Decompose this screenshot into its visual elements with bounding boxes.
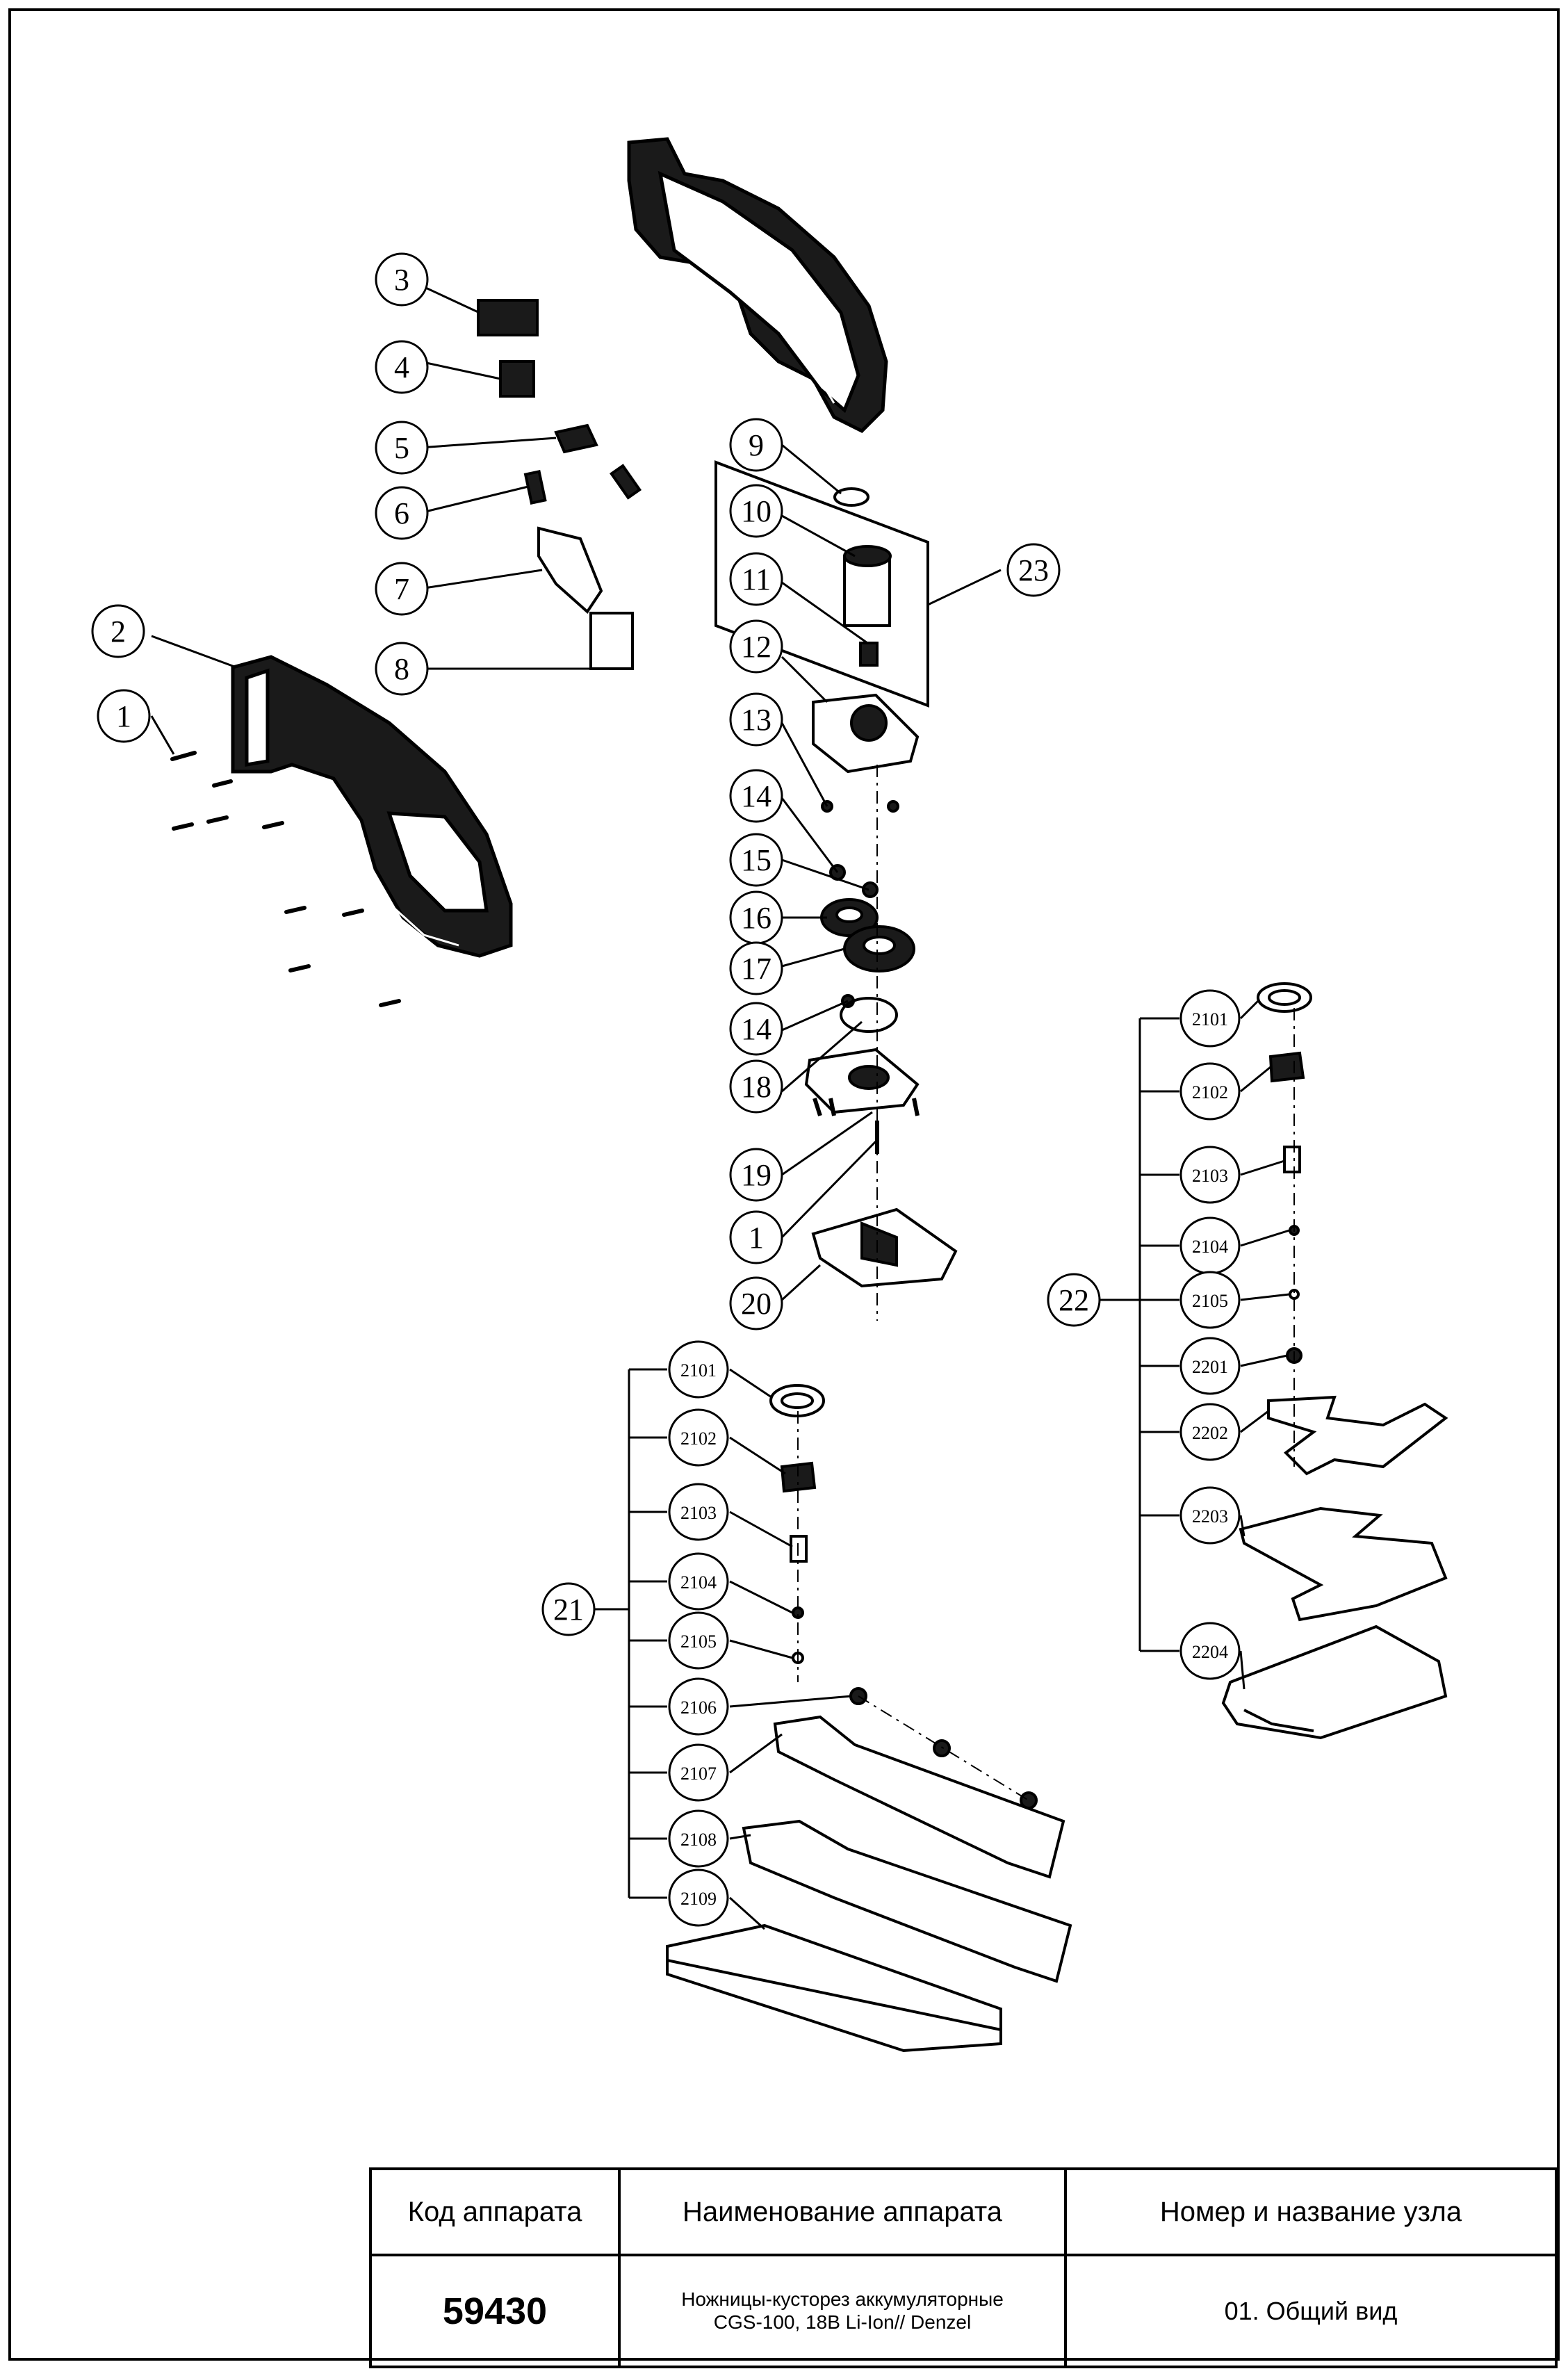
callout-8: 8 <box>394 652 409 686</box>
callout-14b: 14 <box>741 1012 771 1046</box>
callout-22-2105: 2105 <box>1192 1291 1228 1311</box>
callout-23: 23 <box>1018 553 1049 587</box>
callout-22-2202: 2202 <box>1192 1423 1228 1443</box>
motor-assembly <box>714 460 929 774</box>
callout-20: 20 <box>741 1287 771 1321</box>
callout-7: 7 <box>394 572 409 606</box>
callout-labels-21: 21 2101 2102 2103 2104 2105 2106 2107 21… <box>553 1360 717 1909</box>
device-name-line1: Ножницы-кусторез аккумуляторные <box>681 2288 1004 2311</box>
callout-2: 2 <box>111 614 126 649</box>
callout-9: 9 <box>749 428 764 462</box>
callout-13: 13 <box>741 703 771 737</box>
node-name: 01. Общий вид <box>1064 2254 1558 2368</box>
callout-16: 16 <box>741 901 771 935</box>
callout-12: 12 <box>741 630 771 664</box>
callout-22: 22 <box>1059 1283 1089 1317</box>
header-node: Номер и название узла <box>1064 2167 1558 2256</box>
callout-4: 4 <box>394 350 409 384</box>
callout-14: 14 <box>741 779 771 813</box>
callout-21: 21 <box>553 1593 584 1627</box>
device-code: 59430 <box>369 2254 621 2368</box>
callout-1b: 1 <box>749 1221 764 1255</box>
header-code: Код аппарата <box>369 2167 621 2256</box>
callout-21-2106: 2106 <box>680 1698 717 1718</box>
callout-21-2104: 2104 <box>680 1572 717 1593</box>
callout-21-2109: 2109 <box>680 1889 717 1909</box>
callout-22-2204: 2204 <box>1192 1642 1228 1662</box>
callout-22-2203: 2203 <box>1192 1506 1228 1527</box>
body-housing-part <box>231 655 513 958</box>
axis-21-diag <box>858 1695 1029 1801</box>
callouts-main <box>91 252 1061 1330</box>
housing-cover-part <box>627 137 888 434</box>
callout-21-2105: 2105 <box>680 1631 717 1652</box>
callout-3: 3 <box>394 263 409 297</box>
gearbox-parts <box>804 800 958 1288</box>
callout-22-2104: 2104 <box>1192 1237 1228 1257</box>
header-name: Наименование аппарата <box>618 2167 1067 2256</box>
switch-parts <box>477 299 642 670</box>
callout-labels-22: 22 2101 2102 2103 2104 2105 2201 2202 22… <box>1059 1009 1228 1662</box>
callout-22-2101: 2101 <box>1192 1009 1228 1029</box>
title-block: Код аппарата Наименование аппарата Номер… <box>369 2167 1558 2368</box>
callout-5: 5 <box>394 431 409 465</box>
callout-21-2108: 2108 <box>680 1830 717 1850</box>
device-name-line2: CGS-100, 18В Li-Ion// Denzel <box>713 2311 972 2333</box>
callout-19: 19 <box>741 1158 771 1192</box>
callout-labels-main: 3 4 5 6 7 8 1 2 9 10 11 12 13 14 15 16 1… <box>111 263 1049 1321</box>
callout-21-2107: 2107 <box>680 1764 717 1784</box>
callouts-assembly-21 <box>541 1340 852 1930</box>
callout-22-2201: 2201 <box>1192 1357 1228 1377</box>
callout-21-2103: 2103 <box>680 1503 717 1523</box>
callout-18: 18 <box>741 1070 771 1104</box>
callout-1: 1 <box>116 699 131 733</box>
hedge-blade-assembly-21 <box>666 1384 1072 2053</box>
callout-22-2102: 2102 <box>1192 1082 1228 1102</box>
callout-21-2102: 2102 <box>680 1428 717 1449</box>
callout-17: 17 <box>741 952 771 986</box>
grass-blade-assembly-22 <box>1221 982 1448 1740</box>
device-name: Ножницы-кусторез аккумуляторные CGS-100,… <box>618 2254 1067 2368</box>
callouts-assembly-22 <box>1047 989 1290 1690</box>
callout-15: 15 <box>741 843 771 877</box>
callout-6: 6 <box>394 496 409 530</box>
callout-11: 11 <box>742 562 771 596</box>
callout-21-2101: 2101 <box>680 1360 717 1381</box>
screws-group <box>170 751 401 1007</box>
callout-22-2103: 2103 <box>1192 1166 1228 1186</box>
callout-10: 10 <box>741 494 771 528</box>
